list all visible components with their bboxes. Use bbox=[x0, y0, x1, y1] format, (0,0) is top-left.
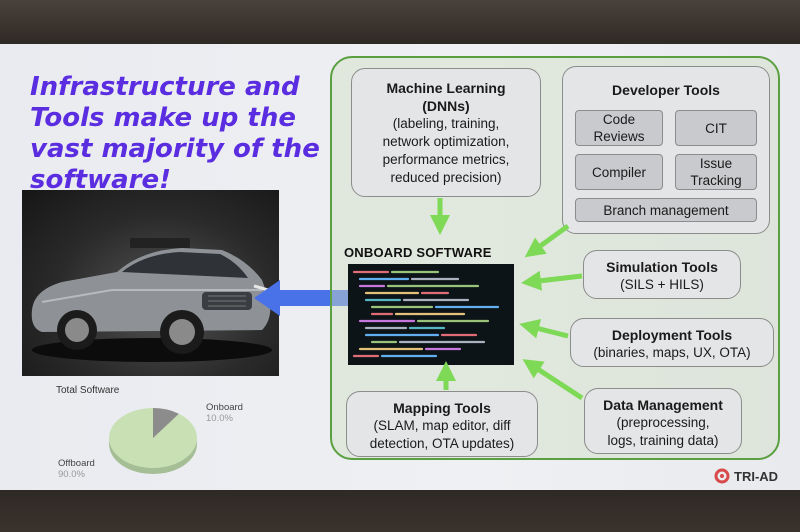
simulation-tools-box: Simulation Tools (SILS + HILS) bbox=[583, 250, 741, 299]
headline-line: Infrastructure and bbox=[30, 72, 300, 102]
ml-title-line: (DNNs) bbox=[422, 98, 470, 114]
code-screenshot bbox=[348, 264, 514, 365]
mapping-title: Mapping Tools bbox=[393, 400, 491, 416]
code-lines-illustration bbox=[352, 270, 500, 358]
pie-label-onboard: Onboard 10.0% bbox=[206, 402, 243, 424]
issue-tracking-line: Tracking bbox=[690, 173, 742, 188]
ml-desc-line: network optimization, bbox=[382, 134, 510, 149]
machine-learning-box: Machine Learning (DNNs) (labeling, train… bbox=[351, 68, 541, 197]
simulation-title: Simulation Tools bbox=[606, 259, 718, 275]
tri-ad-logo-text: TRI-AD bbox=[734, 468, 779, 484]
pie-chart bbox=[100, 400, 210, 480]
tri-ad-logo: TRI-AD bbox=[714, 467, 778, 485]
data-mgmt-title: Data Management bbox=[603, 397, 723, 413]
arrow-datamgmt-to-onboard bbox=[522, 359, 584, 401]
tri-ad-logo-icon bbox=[714, 468, 730, 484]
cit-box: CIT bbox=[675, 110, 757, 146]
code-reviews-line: Code bbox=[602, 112, 636, 127]
cit-label: CIT bbox=[705, 120, 727, 136]
pie-onboard-name: Onboard bbox=[206, 402, 243, 413]
pie-offboard-pct: 90.0% bbox=[58, 469, 85, 480]
arrow-deployment-to-onboard bbox=[519, 318, 569, 339]
code-reviews-line: Reviews bbox=[593, 129, 645, 144]
mapping-tools-box: Mapping Tools (SLAM, map editor, diff de… bbox=[346, 391, 538, 457]
headline-line: vast majority of the bbox=[30, 134, 320, 164]
code-reviews-box: Code Reviews bbox=[575, 110, 663, 146]
arrow-simulation-to-onboard bbox=[521, 270, 583, 291]
pie-label-offboard: Offboard 90.0% bbox=[58, 458, 95, 480]
ml-desc-line: performance metrics, bbox=[382, 152, 510, 167]
arrow-devtools-to-onboard bbox=[524, 223, 570, 258]
slide-headline: Infrastructure and Tools make up the vas… bbox=[30, 72, 330, 196]
devtools-title: Developer Tools bbox=[612, 82, 720, 98]
pie-svg bbox=[109, 408, 197, 474]
mapping-desc-line: (SLAM, map editor, diff bbox=[373, 418, 511, 433]
ml-title-line: Machine Learning bbox=[386, 80, 506, 96]
mapping-desc-line: detection, OTA updates) bbox=[369, 436, 515, 451]
deployment-desc: (binaries, maps, UX, OTA) bbox=[593, 345, 751, 360]
projector-top-edge bbox=[0, 0, 800, 44]
data-management-box: Data Management (preprocessing, logs, tr… bbox=[584, 388, 742, 454]
simulation-desc: (SILS + HILS) bbox=[620, 277, 704, 292]
car-illustration bbox=[31, 238, 272, 362]
onboard-software-title: ONBOARD SOFTWARE bbox=[344, 245, 492, 260]
compiler-box: Compiler bbox=[575, 154, 663, 190]
compiler-label: Compiler bbox=[591, 164, 646, 180]
issue-tracking-line: Issue bbox=[699, 156, 733, 171]
ml-desc-line: reduced precision) bbox=[390, 170, 502, 185]
data-mgmt-desc-line: (preprocessing, bbox=[616, 415, 710, 430]
pie-slice-onboard bbox=[153, 408, 179, 438]
branch-management-box: Branch management bbox=[575, 198, 757, 222]
pie-title: Total Software bbox=[56, 385, 120, 396]
data-mgmt-desc-line: logs, training data) bbox=[607, 433, 719, 448]
car-photo bbox=[22, 190, 279, 376]
blue-arrow-icon bbox=[254, 280, 350, 316]
issue-tracking-box: Issue Tracking bbox=[675, 154, 757, 190]
projector-bottom-edge bbox=[0, 490, 800, 532]
deployment-title: Deployment Tools bbox=[611, 327, 733, 343]
headline-line: Tools make up the bbox=[30, 103, 296, 133]
branch-management-label: Branch management bbox=[603, 202, 729, 218]
ml-desc-line: (labeling, training, bbox=[392, 116, 500, 131]
deployment-tools-box: Deployment Tools (binaries, maps, UX, OT… bbox=[570, 318, 774, 367]
pie-onboard-pct: 10.0% bbox=[206, 413, 233, 424]
pie-offboard-name: Offboard bbox=[58, 458, 95, 469]
